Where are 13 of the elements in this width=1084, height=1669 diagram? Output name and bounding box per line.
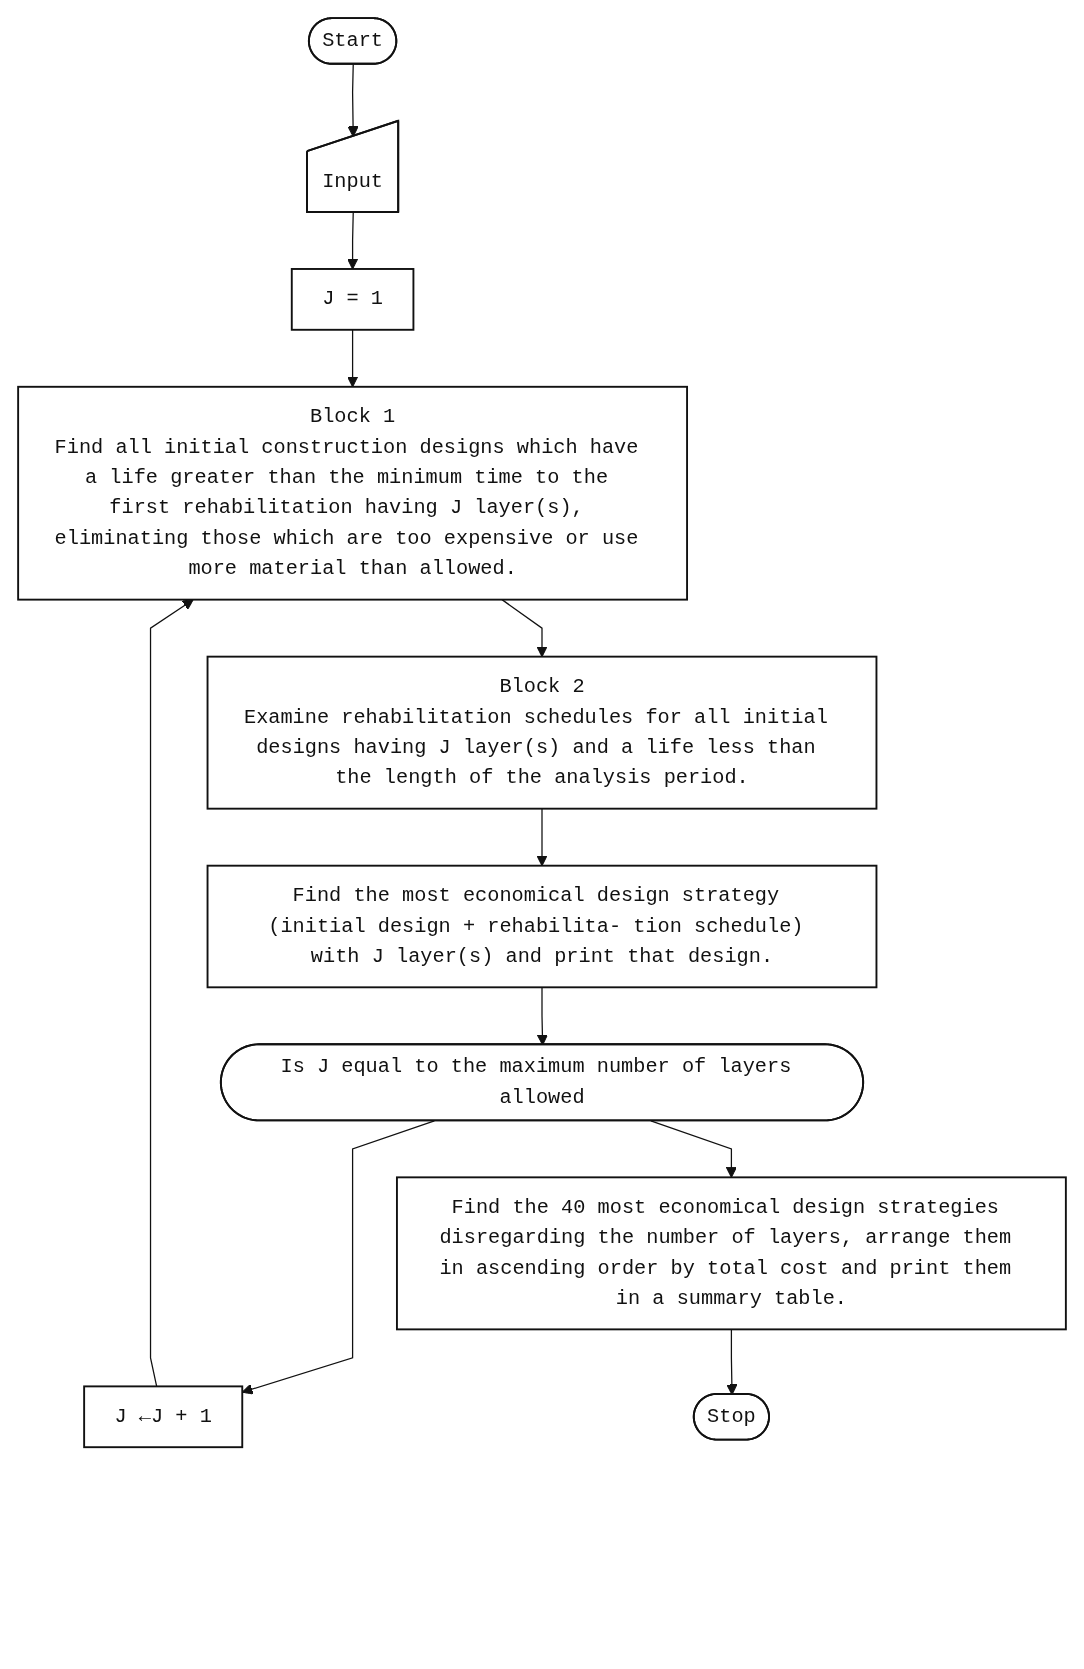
- node-box: J ←J + 1: [83, 1385, 244, 1449]
- node-box: Block 1 Find all initial construction designs which have a life greater than the minimum time to the first rehabilitation having J layer(s), eliminating those which are too expensive or use more material than allowed.: [17, 385, 688, 601]
- node-box: Find the 40 most economical design strategies disregarding the number of layers, arrange them in ascending order by total cost and print them in a summary table.: [396, 1176, 1067, 1331]
- arrow: [536, 808, 548, 867]
- arrow: [650, 1120, 737, 1178]
- node-box: Block 2 Examine rehabilitation schedules for all initial designs having J layer(s) and a life less than the length of the analysis period.: [206, 655, 878, 810]
- arrow: [501, 599, 548, 658]
- node-box: Find the most economical design strategy (initial design + rehabilita- tion schedule) with J layer(s) and print that design.: [206, 864, 878, 989]
- node-box: J = 1: [290, 268, 415, 331]
- arrow: [149, 599, 194, 1387]
- arrow: [347, 211, 359, 270]
- arrow: [347, 329, 359, 388]
- arrow: [536, 986, 548, 1046]
